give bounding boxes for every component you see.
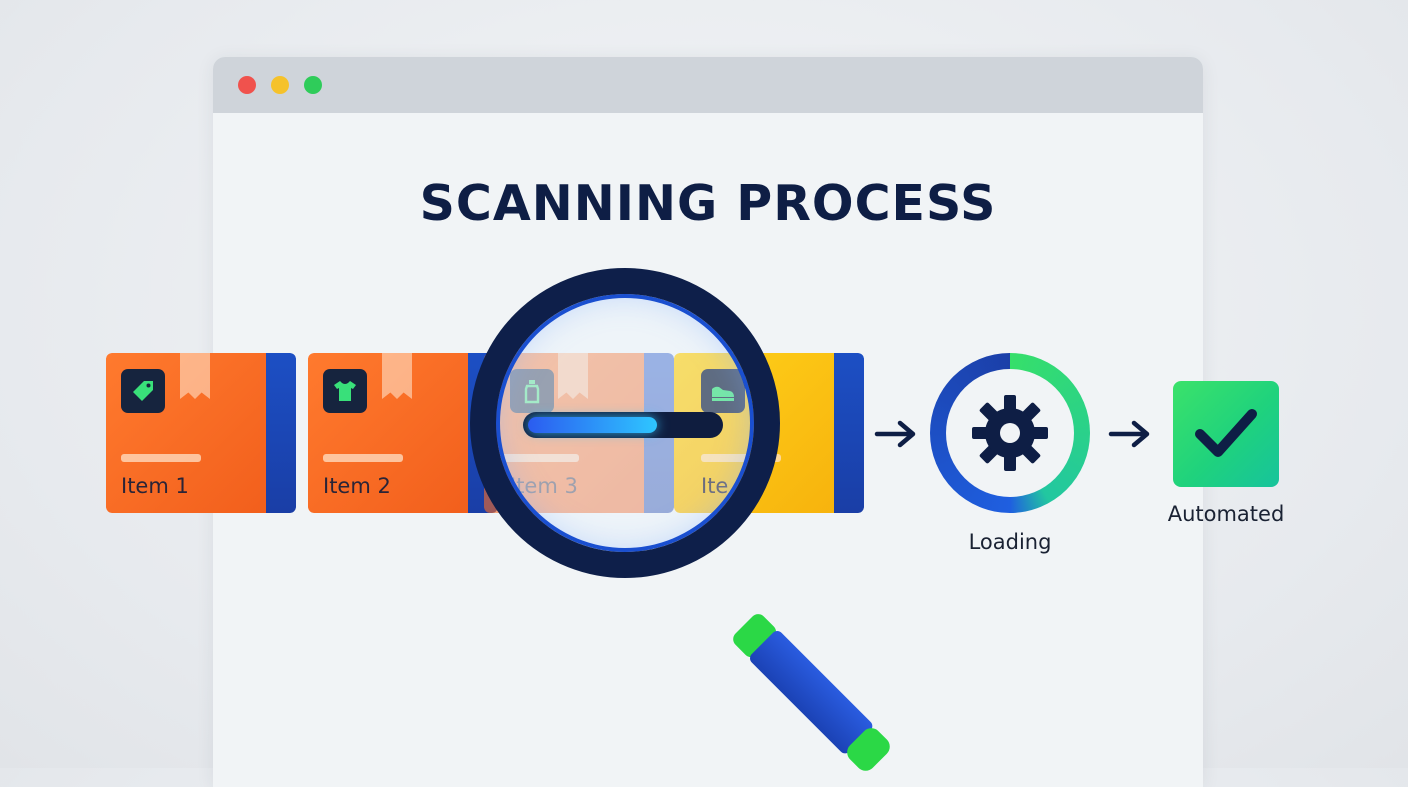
arrow-right-icon [874, 420, 916, 448]
loading-label: Loading [968, 530, 1052, 554]
minimize-window-button[interactable] [271, 76, 289, 94]
t-shirt-icon [323, 369, 367, 413]
close-window-button[interactable] [238, 76, 256, 94]
loading-progress-ring [930, 353, 1090, 513]
window-titlebar [213, 57, 1203, 113]
price-tag-icon [121, 369, 165, 413]
automated-status-badge [1173, 381, 1279, 487]
item-label: Item 2 [323, 474, 391, 498]
item-card-1: Item 1 [106, 353, 296, 513]
maximize-window-button[interactable] [304, 76, 322, 94]
item-info-bar [323, 454, 403, 462]
box-tape [180, 353, 210, 399]
magnifying-glass-icon [470, 268, 780, 578]
item-info-bar [121, 454, 201, 462]
item-box-side [266, 353, 296, 513]
item-label: Item 1 [121, 474, 189, 498]
item-box-side [834, 353, 864, 513]
page-title: SCANNING PROCESS [419, 175, 997, 232]
box-tape [382, 353, 412, 399]
arrow-right-icon [1108, 420, 1150, 448]
gear-icon [972, 395, 1048, 471]
checkmark-icon [1195, 409, 1257, 457]
automated-label: Automated [1167, 502, 1285, 526]
